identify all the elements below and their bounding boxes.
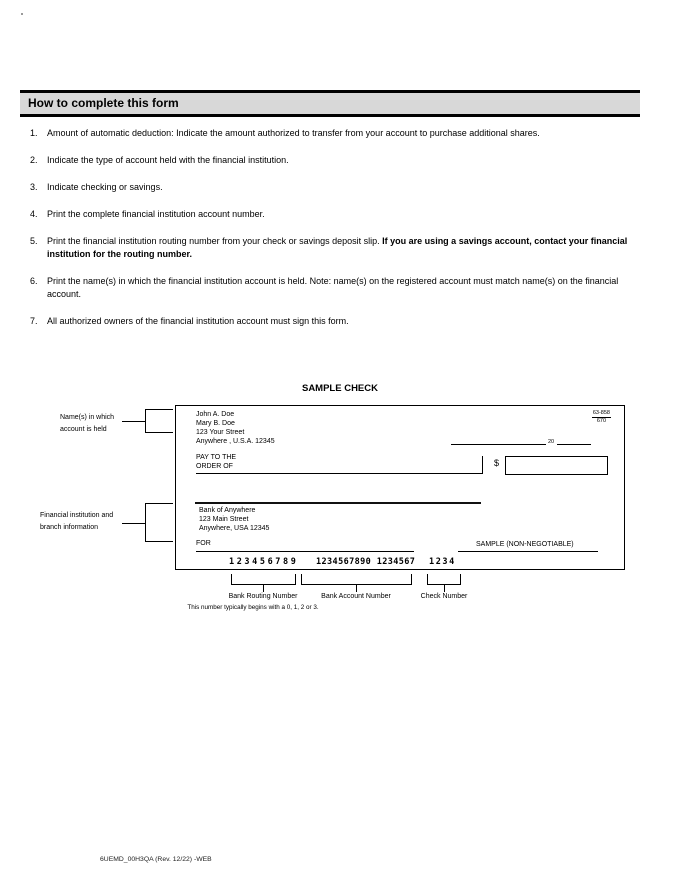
check-number-label: Check Number — [420, 593, 468, 600]
list-item: 5. Print the financial institution routi… — [20, 235, 642, 261]
payor-city: Anywhere , U.S.A. 12345 — [196, 438, 275, 445]
payee-line-end-tick — [482, 456, 483, 473]
list-item: 7. All authorized owners of the financia… — [20, 315, 642, 328]
list-item: 1. Amount of automatic deduction: Indica… — [20, 127, 642, 140]
item-number: 5. — [30, 236, 38, 246]
payor-block: John A. Doe Mary B. Doe 123 Your Street … — [196, 410, 275, 446]
item-text: Print the financial institution routing … — [47, 236, 383, 246]
routing-label: Bank Routing Number — [228, 593, 298, 600]
names-annotation-bracket — [145, 409, 173, 433]
micr-check-number: 1234 — [429, 557, 456, 567]
check-number-bracket — [427, 574, 461, 585]
account-bracket — [301, 574, 412, 585]
routing-bracket — [231, 574, 296, 585]
payor-name-2: Mary B. Doe — [196, 420, 235, 427]
item-text: Print the complete financial institution… — [47, 209, 265, 219]
item-number: 2. — [30, 155, 38, 165]
item-text: Print the name(s) in which the financial… — [47, 276, 619, 299]
amount-box — [505, 456, 608, 475]
memo-line — [196, 551, 414, 552]
item-number: 3. — [30, 182, 38, 192]
pay-to-block: PAY TO THE ORDER OF — [196, 453, 236, 471]
financial-annotation-line1: Financial institution and — [40, 512, 114, 519]
bank-block: Bank of Anywhere 123 Main Street Anywher… — [199, 506, 269, 533]
sample-stamp: SAMPLE (NON-NEGOTIABLE) — [476, 541, 574, 548]
amount-words-line — [195, 502, 481, 504]
bank-name: Bank of Anywhere — [199, 507, 256, 514]
financial-annotation-line2: branch information — [40, 524, 98, 531]
section-header: How to complete this form — [20, 90, 640, 117]
date-year-line — [557, 444, 591, 445]
names-annotation: Name(s) in which account is held — [60, 412, 114, 436]
item-number: 7. — [30, 316, 38, 326]
check-number-bracket-tick — [444, 585, 445, 592]
pay-to-line1: PAY TO THE — [196, 454, 237, 461]
names-annotation-connector — [122, 421, 145, 422]
page-corner-mark — [21, 13, 23, 15]
bank-city: Anywhere, USA 12345 — [199, 525, 270, 532]
names-annotation-line2: account is held — [60, 426, 107, 433]
micr-account-number: 1234567890 1234567 — [316, 557, 416, 567]
sample-check-title: SAMPLE CHECK — [301, 383, 378, 394]
item-text: Indicate checking or savings. — [47, 182, 163, 192]
sample-check: John A. Doe Mary B. Doe 123 Your Street … — [175, 405, 625, 570]
item-text-bold: If you are using a savings account, cont… — [47, 236, 628, 259]
item-number: 4. — [30, 209, 38, 219]
list-item: 3. Indicate checking or savings. — [20, 181, 642, 194]
list-item: 2. Indicate the type of account held wit… — [20, 154, 642, 167]
bank-street: 123 Main Street — [199, 516, 249, 523]
pay-to-line2: ORDER OF — [196, 463, 233, 470]
fraction-numerator: 63-858 — [591, 410, 611, 418]
dollar-sign: $ — [494, 458, 500, 468]
date-line — [451, 444, 546, 445]
financial-annotation: Financial institution and branch informa… — [40, 510, 113, 534]
form-code: 6UEMD_00H3QA (Rev. 12/22) -WEB — [100, 856, 212, 863]
list-item: 4. Print the complete financial institut… — [20, 208, 642, 221]
financial-annotation-bracket — [145, 503, 173, 542]
fraction-denominator: 670 — [596, 418, 607, 424]
account-label: Bank Account Number — [321, 593, 391, 600]
section-title: How to complete this form — [28, 96, 179, 110]
micr-routing-number: 123456789 — [229, 557, 299, 567]
signature-line — [458, 551, 598, 552]
item-number: 1. — [30, 128, 38, 138]
payee-line — [196, 473, 483, 474]
routing-note: This number typically begins with a 0, 1… — [187, 604, 319, 611]
names-annotation-line1: Name(s) in which — [60, 414, 115, 421]
payor-street: 123 Your Street — [196, 429, 245, 436]
financial-annotation-connector — [122, 523, 145, 524]
item-text: Indicate the type of account held with t… — [47, 155, 289, 165]
account-bracket-tick — [356, 585, 357, 592]
date-year-prefix: 20 — [548, 439, 555, 445]
instruction-list: 1. Amount of automatic deduction: Indica… — [20, 127, 642, 342]
item-number: 6. — [30, 276, 38, 286]
for-label: FOR — [196, 540, 211, 547]
payor-name-1: John A. Doe — [196, 411, 235, 418]
routing-bracket-tick — [263, 585, 264, 592]
item-text: Amount of automatic deduction: Indicate … — [47, 128, 540, 138]
item-text: All authorized owners of the financial i… — [47, 316, 349, 326]
fractional-routing-symbol: 63-858 670 — [591, 410, 611, 425]
list-item: 6. Print the name(s) in which the financ… — [20, 275, 642, 301]
